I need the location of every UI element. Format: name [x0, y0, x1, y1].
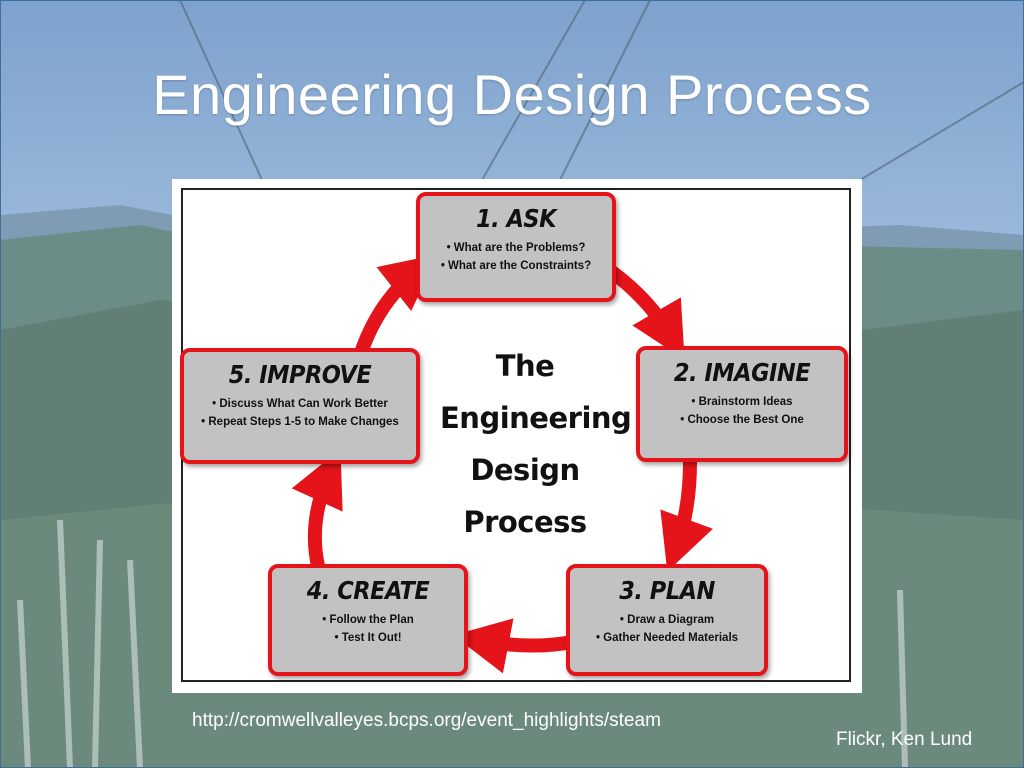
- center-title-line: Design: [470, 453, 580, 487]
- arrow-imagine-to-plan: [660, 461, 713, 572]
- step-imagine-bullet: • Choose the Best One: [680, 414, 804, 426]
- step-ask: 1. ASK • What are the Problems? • What a…: [416, 192, 616, 302]
- arrow-create-to-improve: [291, 449, 343, 568]
- step-improve: 5. IMPROVE • Discuss What Can Work Bette…: [180, 348, 420, 464]
- step-create-bullet: • Follow the Plan: [322, 614, 414, 626]
- step-ask-title: 1. ASK: [475, 204, 557, 233]
- step-create-title: 4. CREATE: [306, 576, 430, 605]
- step-imagine-bullet: • Brainstorm Ideas: [691, 396, 793, 408]
- step-improve-bullet: • Discuss What Can Work Better: [212, 398, 388, 410]
- step-plan: 3. PLAN • Draw a Diagram • Gather Needed…: [566, 564, 768, 676]
- step-imagine-title: 2. IMAGINE: [673, 358, 811, 387]
- arrow-improve-to-ask: [355, 254, 438, 353]
- step-create-bullet: • Test It Out!: [334, 632, 402, 644]
- step-ask-bullet: • What are the Constraints?: [440, 260, 592, 272]
- step-plan-bullet: • Gather Needed Materials: [595, 632, 739, 644]
- step-ask-bullet: • What are the Problems?: [446, 242, 586, 254]
- slide-title: Engineering Design Process: [152, 63, 872, 126]
- step-create: 4. CREATE • Follow the Plan • Test It Ou…: [268, 564, 468, 676]
- photo-credit: Flickr, Ken Lund: [836, 729, 973, 750]
- center-title-line: Process: [463, 505, 587, 539]
- step-imagine: 2. IMAGINE • Brainstorm Ideas • Choose t…: [636, 346, 848, 462]
- step-improve-bullet: • Repeat Steps 1-5 to Make Changes: [201, 416, 399, 428]
- arrow-ask-to-imagine: [607, 266, 685, 360]
- diagram-center-title: The Engineering Design Process: [440, 340, 632, 548]
- source-link[interactable]: http://cromwellvalleyes.bcps.org/event_h…: [192, 710, 661, 731]
- step-plan-title: 3. PLAN: [619, 576, 715, 605]
- center-title-line: The: [495, 349, 555, 383]
- arrow-plan-to-create: [453, 618, 574, 674]
- step-plan-bullet: • Draw a Diagram: [619, 614, 715, 626]
- center-title-line: Engineering: [440, 401, 632, 435]
- step-improve-title: 5. IMPROVE: [228, 360, 372, 389]
